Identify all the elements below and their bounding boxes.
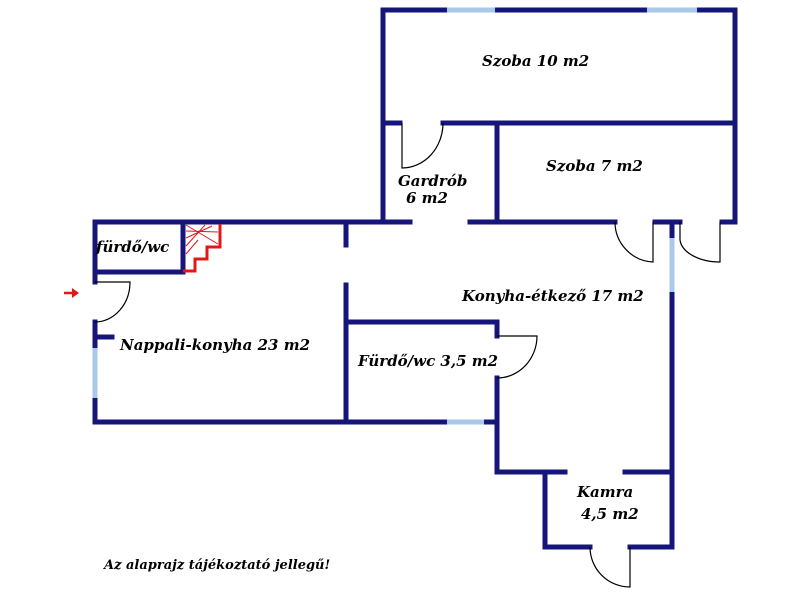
label-szoba-7: Szoba 7 m2 xyxy=(546,157,643,175)
stairs-tread-5 xyxy=(185,239,199,255)
label-kamra-area: 4,5 m2 xyxy=(581,505,639,523)
entrance-arrow-icon xyxy=(64,288,79,298)
label-furdowc: Fürdő/wc 3,5 m2 xyxy=(357,352,498,370)
stairs-outline xyxy=(183,224,222,273)
door-szoba7-right xyxy=(679,222,721,263)
door-furdowc xyxy=(496,335,538,379)
label-furdowc-small: fürdő/wc xyxy=(95,238,169,256)
room-labels: Szoba 10 m2 Szoba 7 m2 Gardrób 6 m2 fürd… xyxy=(95,52,644,523)
windows xyxy=(92,7,697,425)
staircase-icon xyxy=(183,224,222,273)
label-kamra: Kamra xyxy=(576,483,633,501)
door-kamra xyxy=(589,546,631,588)
label-konyha-etkezo: Konyha-étkező 17 m2 xyxy=(461,287,644,305)
doors xyxy=(94,122,721,588)
door-szoba7-left xyxy=(614,221,654,263)
label-gardrob-area: 6 m2 xyxy=(406,189,448,207)
label-gardrob: Gardrób xyxy=(398,172,467,190)
stairs-tread-1 xyxy=(185,224,219,245)
stairs-tread-4 xyxy=(185,224,206,247)
door-entrance xyxy=(94,281,131,323)
label-szoba-10: Szoba 10 m2 xyxy=(482,52,589,70)
door-gardrob xyxy=(401,122,444,169)
stairs-tread-2 xyxy=(185,230,219,233)
disclaimer-note: Az alaprajz tájékoztató jellegű! xyxy=(102,558,330,573)
walls xyxy=(92,7,738,550)
label-nappali-konyha: Nappali-konyha 23 m2 xyxy=(119,336,310,354)
